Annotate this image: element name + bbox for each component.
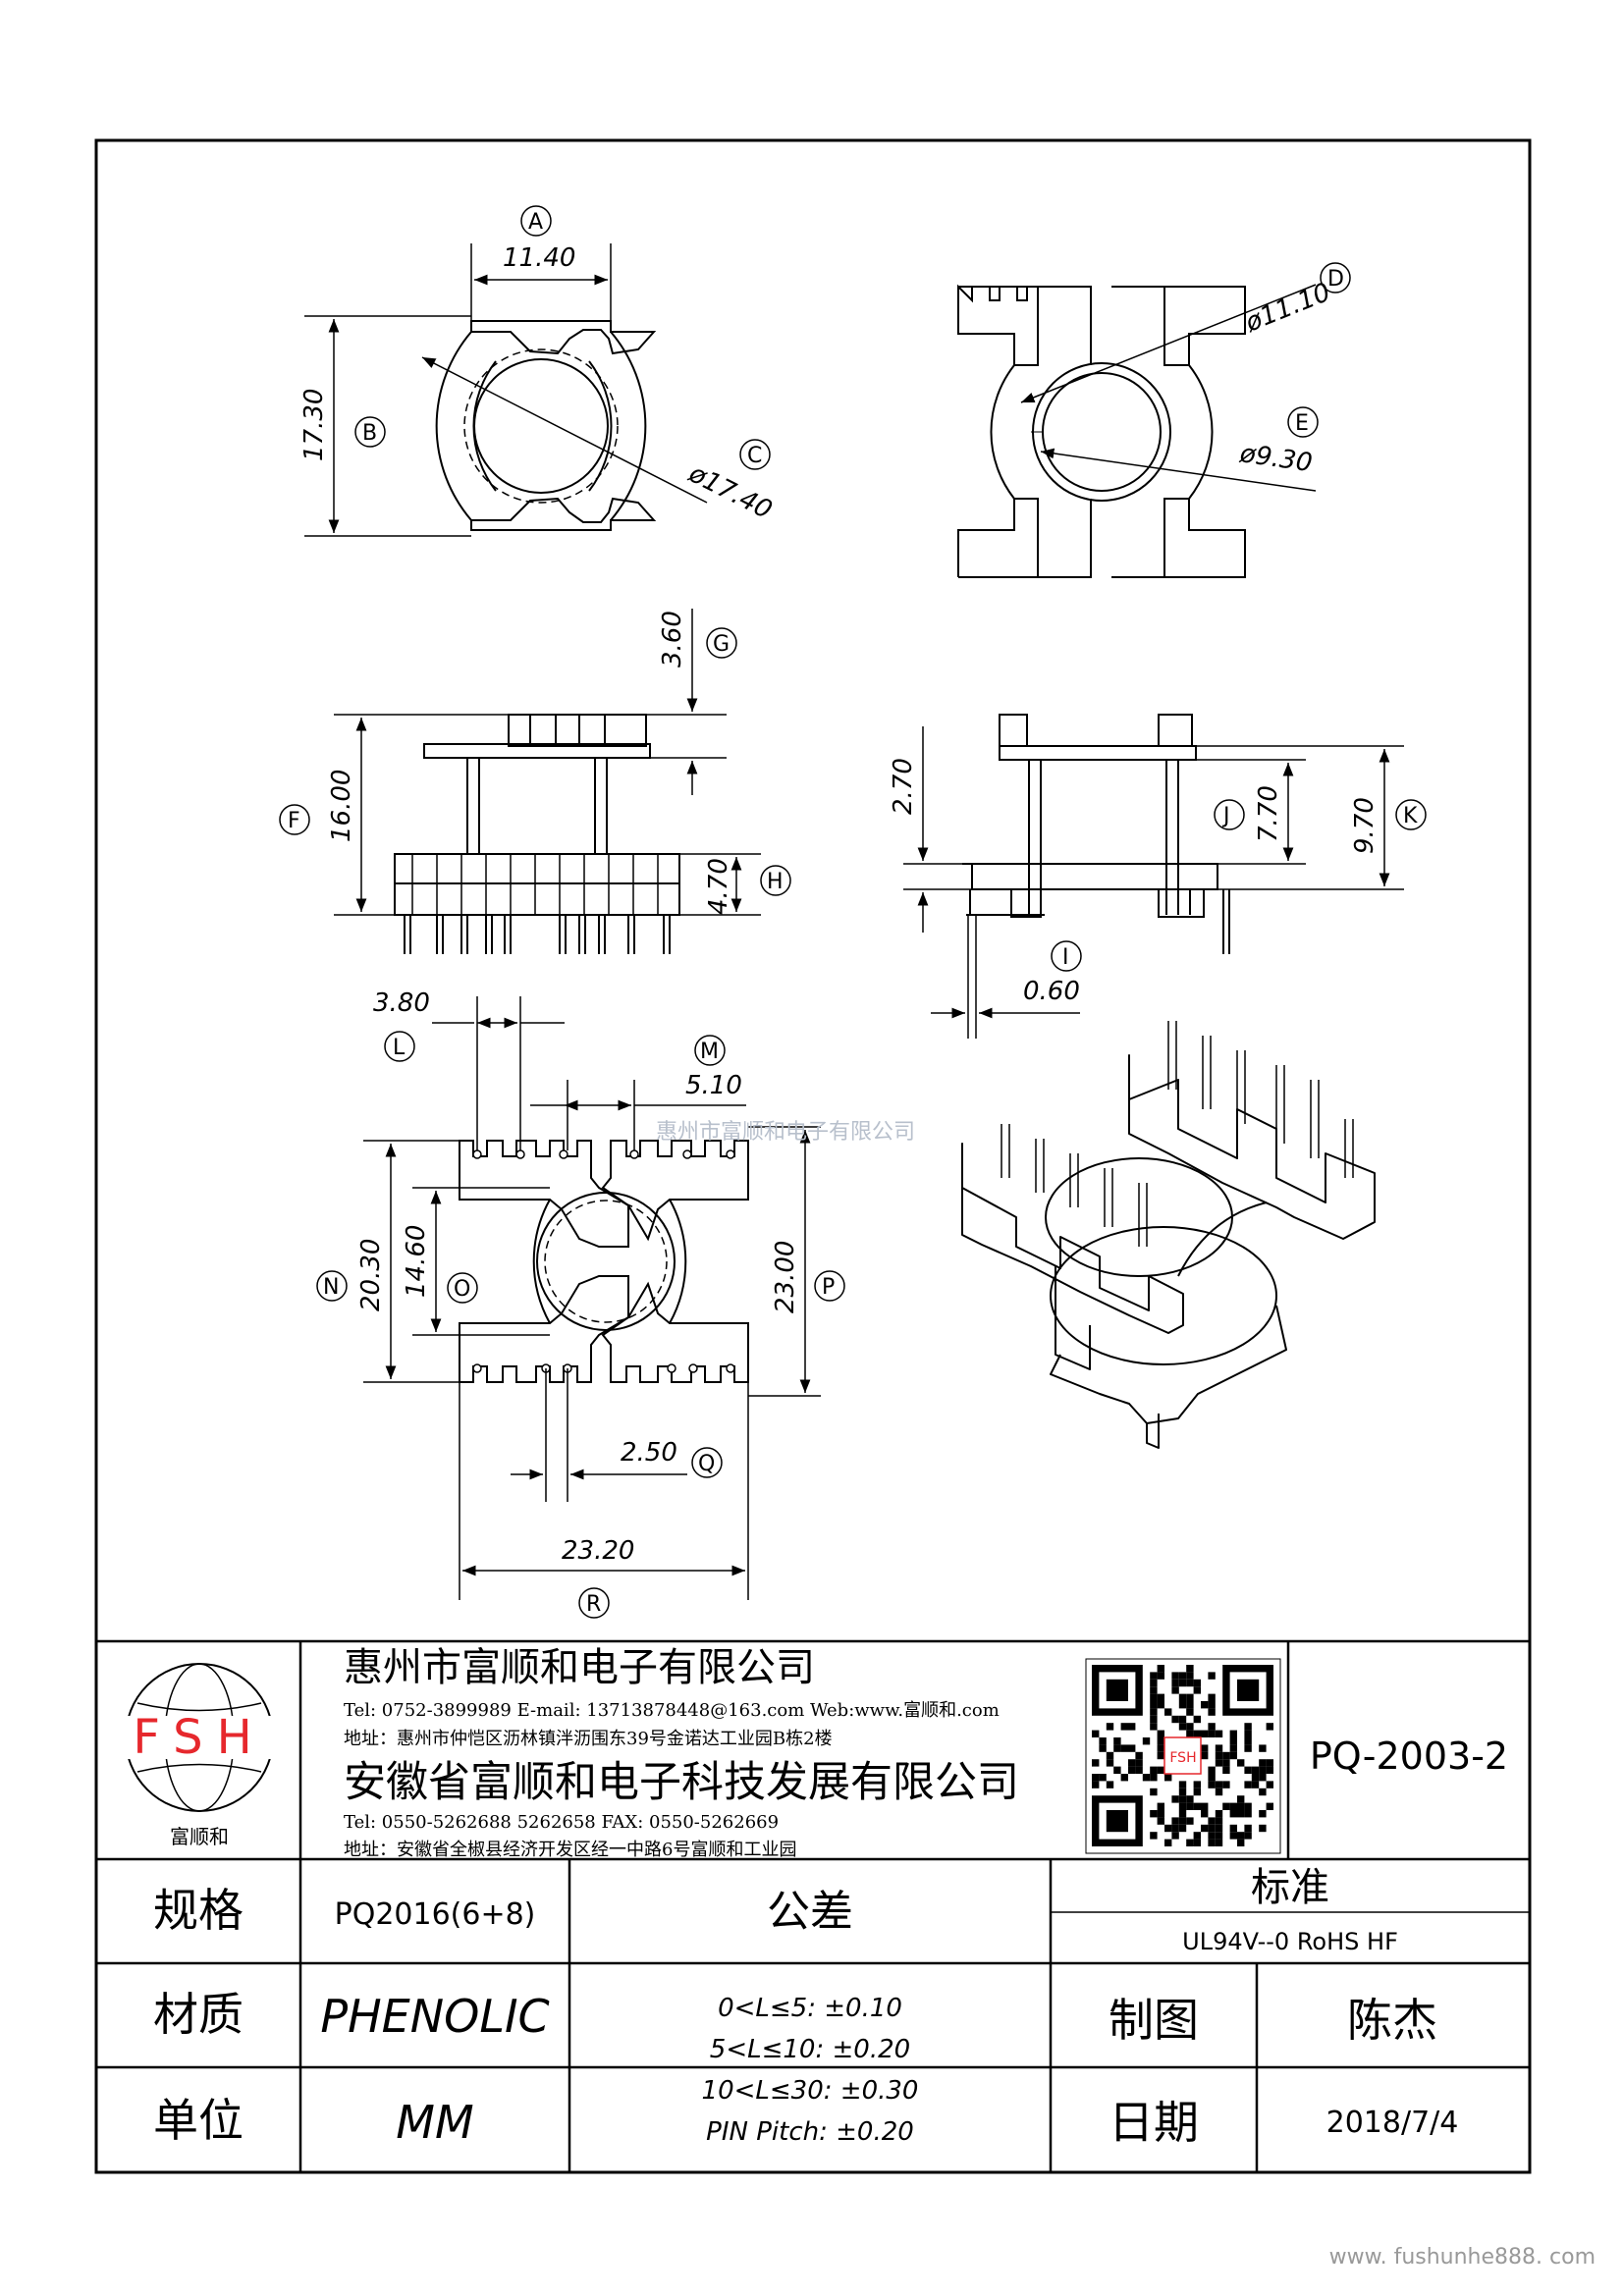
dim-n: 20.30: [356, 1239, 386, 1311]
dim-b: 17.30: [299, 389, 329, 461]
dim-i: 0.60: [1023, 977, 1080, 1006]
view-isometric: [961, 1021, 1376, 1449]
standard-label: 标准: [1251, 1865, 1329, 1910]
tolerance-label: 公差: [767, 1887, 853, 1937]
drawn-value: 陈杰: [1347, 1994, 1437, 2047]
balloons-v5: [316, 1031, 845, 1619]
unit-value: MM: [396, 2096, 473, 2149]
balloons-v2: [1287, 262, 1351, 438]
tolerance-3: 10<L≤30: ±0.30: [702, 2076, 919, 2106]
balloon-h: H: [767, 870, 784, 894]
spec-label: 规格: [153, 1884, 243, 1937]
balloons-v1: [354, 205, 771, 470]
dim-m: 5.10: [685, 1071, 742, 1100]
dim-j2: 2.70: [889, 758, 918, 815]
company1-address: 地址：惠州市仲恺区沥林镇泮沥围东39号金诺达工业园B栋2楼: [344, 1729, 833, 1749]
tolerance-2: 5<L≤10: ±0.20: [710, 2035, 910, 2064]
dim-g: 3.60: [658, 611, 687, 667]
dim-l: 3.80: [373, 988, 430, 1018]
qr-label: FSH: [1169, 1750, 1196, 1766]
dim-q: 2.50: [621, 1438, 677, 1468]
dim-f: 16.00: [327, 770, 356, 842]
dim-j: 7.70: [1254, 785, 1283, 842]
footer-url: www. fushunhe888. com: [1329, 2245, 1596, 2269]
company2-address: 地址：安徽省全椒县经济开发区经一中路6号富顺和工业园: [344, 1840, 796, 1860]
balloon-a: A: [528, 210, 543, 235]
dim-c: ø17.40: [683, 458, 777, 525]
balloon-b: B: [362, 421, 377, 446]
dim-o: 14.60: [402, 1225, 431, 1298]
tolerance-4: PIN Pitch: ±0.20: [706, 2117, 914, 2147]
balloon-l: L: [393, 1036, 406, 1060]
balloon-r: R: [586, 1592, 601, 1617]
part-number: PQ-2003-2: [1310, 1735, 1508, 1778]
date-value: 2018/7/4: [1326, 2106, 1459, 2140]
balloon-e: E: [1295, 411, 1309, 436]
logo-fsh: FSH 富顺和: [118, 1663, 281, 1848]
logo-name: 富顺和: [170, 1825, 229, 1848]
balloon-q: Q: [698, 1452, 715, 1476]
view-front: [334, 609, 761, 954]
dim-e: ø9.30: [1237, 439, 1314, 478]
company1-name: 惠州市富顺和电子有限公司: [344, 1645, 815, 1690]
spec-value: PQ2016(6+8): [335, 1897, 536, 1932]
view-bottom: [363, 996, 821, 1600]
material-label: 材质: [153, 1988, 243, 2041]
balloon-d: D: [1327, 267, 1344, 292]
balloon-p: P: [822, 1275, 835, 1300]
balloon-j: J: [1221, 804, 1230, 828]
material-value: PHENOLIC: [320, 1990, 549, 2043]
balloons-v3: [279, 627, 791, 896]
balloon-f: F: [288, 809, 300, 833]
balloon-m: M: [700, 1040, 719, 1064]
dim-p: 23.00: [771, 1241, 800, 1313]
standard-value: UL94V--0 RoHS HF: [1182, 1928, 1398, 1955]
title-block-lines: [96, 1639, 1530, 2172]
balloon-o: O: [454, 1277, 470, 1302]
date-label: 日期: [1109, 2096, 1199, 2149]
balloon-k: K: [1403, 804, 1418, 828]
dim-h: 4.70: [704, 858, 733, 915]
dim-k: 9.70: [1350, 797, 1380, 854]
drawing-border: [94, 138, 1532, 2174]
dim-d: ø11.10: [1240, 278, 1334, 339]
tolerance-1: 0<L≤5: ±0.10: [718, 1994, 902, 2023]
company1-contact: Tel: 0752-3899989 E-mail: 13713878448@16…: [344, 1700, 1000, 1721]
company2-contact: Tel: 0550-5262688 5262658 FAX: 0550-5262…: [344, 1812, 779, 1833]
balloons-v4: [1051, 799, 1427, 972]
qr-code: [1085, 1658, 1281, 1854]
company2-name: 安徽省富顺和电子科技发展有限公司: [344, 1758, 1019, 1807]
unit-label: 单位: [153, 2094, 243, 2147]
watermark: 惠州市富顺和电子有限公司: [656, 1120, 915, 1145]
balloon-i: I: [1062, 945, 1069, 970]
balloon-c: C: [747, 444, 762, 468]
dim-a: 11.40: [503, 243, 575, 273]
view-top-right: [957, 284, 1317, 578]
view-top-left: [304, 243, 708, 537]
balloon-n: N: [323, 1275, 339, 1300]
view-side: [903, 714, 1404, 1039]
dim-r: 23.20: [562, 1536, 634, 1566]
logo-text: FSH: [133, 1710, 265, 1765]
drawn-label: 制图: [1109, 1994, 1199, 2047]
balloon-g: G: [713, 632, 730, 657]
